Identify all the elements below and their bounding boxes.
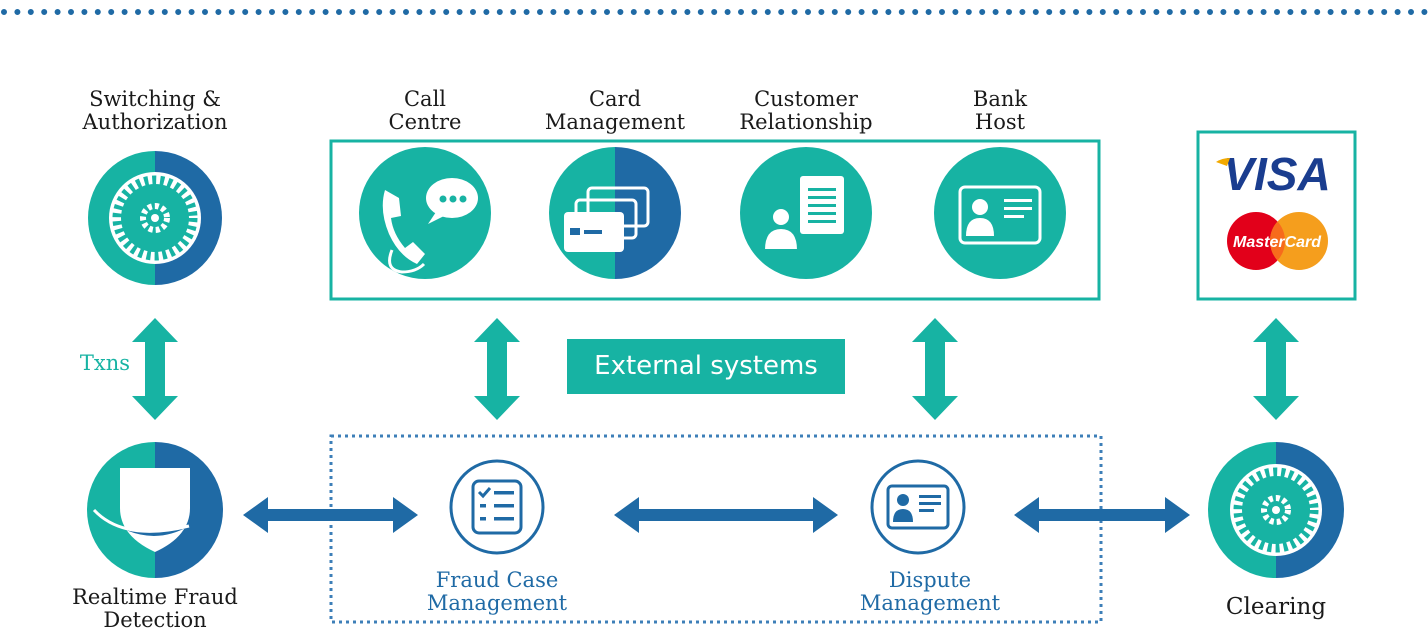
horizontal-arrow-case-dispute [614,497,838,533]
external-systems-label: External systems [567,339,845,394]
id-card-icon [934,147,1066,279]
vertical-arrow-card-brands [1253,318,1299,420]
internal-systems-box [329,434,1103,624]
vertical-arrow-switching [132,318,178,420]
vertical-arrow-call-centre [474,318,520,420]
shield-icon [87,442,223,578]
visa-logo: VISA [1223,148,1330,200]
txns-label: Txns [79,351,131,375]
visa-accent [1216,158,1230,166]
card-brands-box [1196,130,1357,301]
switching-authorization-label: Switching &Authorization [82,87,228,134]
checklist-icon [449,459,545,555]
horizontal-arrow-fraud-detection [243,497,418,533]
profile-document-icon [740,147,872,279]
external-systems-box [329,139,1101,301]
id-card-icon [870,459,966,555]
credit-cards-icon [549,147,681,279]
svg-text:MasterCard: MasterCard [1233,234,1322,251]
gear-icon [1208,442,1344,578]
phone-chat-icon [359,147,491,279]
mastercard-logo: MasterCard [1227,212,1328,270]
vertical-arrow-bank-host [912,318,958,420]
horizontal-arrow-clearing [1014,497,1190,533]
clearing-label: Clearing [1225,594,1327,620]
gear-icon [88,151,222,285]
